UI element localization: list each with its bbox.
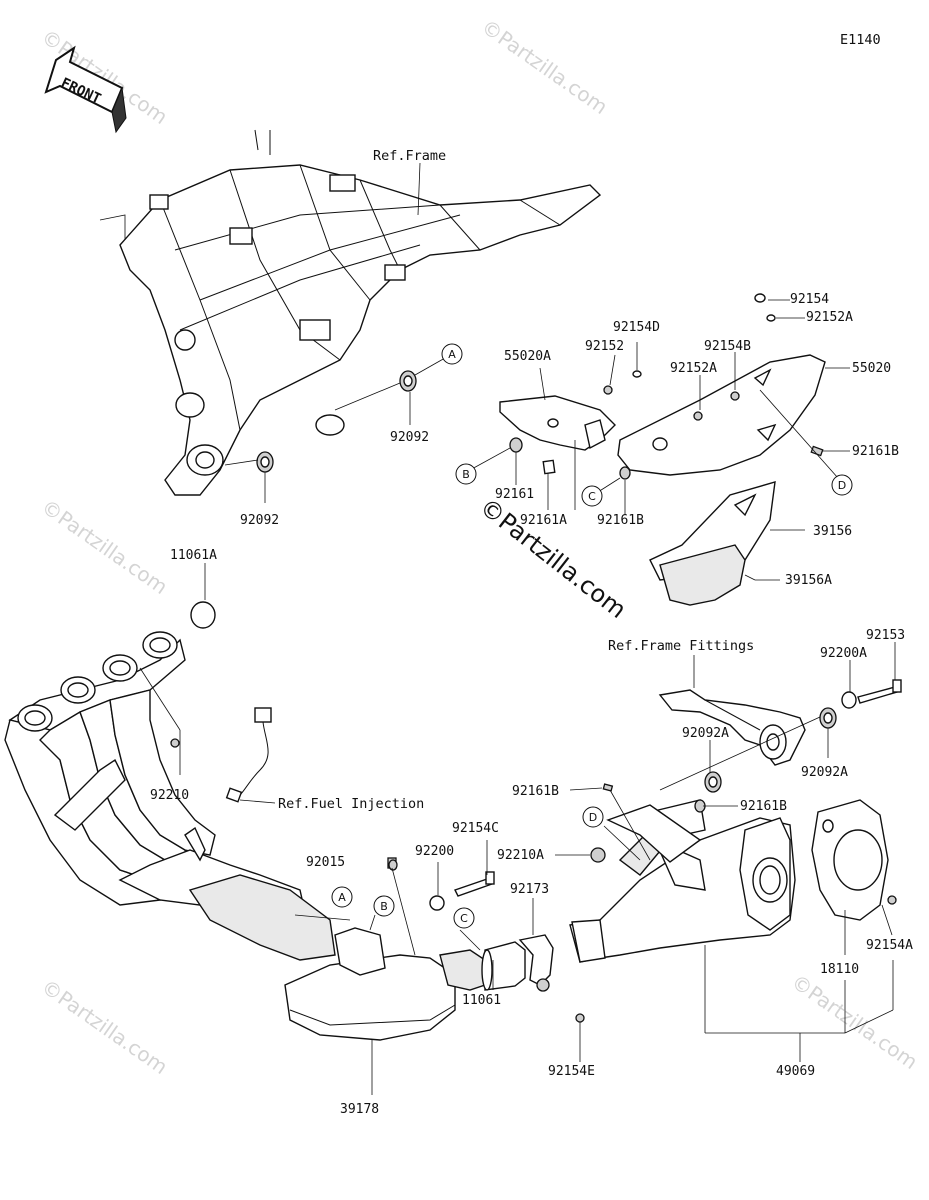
callout-a-chamber-text: A	[338, 891, 346, 904]
side-covers	[499, 354, 826, 606]
callout-a-frame-text: A	[448, 348, 456, 361]
callout-b-chamber-text: B	[380, 900, 388, 913]
part-92173: 92173	[510, 882, 549, 897]
callout-c-chamber	[453, 907, 475, 929]
center-hardware	[388, 804, 702, 911]
part-92154D: 92154D	[613, 320, 660, 335]
ref-frame-label: Ref.Frame	[373, 148, 446, 164]
callout-d-silencer	[582, 806, 604, 828]
watermark-2: ©Partzilla.com	[477, 14, 612, 119]
callout-a-frame	[441, 343, 463, 365]
part-11061A: 11061A	[170, 548, 217, 563]
part-92092A-right: 92092A	[801, 765, 848, 780]
cover-hardware	[509, 293, 824, 480]
part-92161B-right: 92161B	[852, 444, 899, 459]
diagram-code: E1140	[840, 32, 881, 48]
watermark-5: ©Partzilla.com	[787, 969, 922, 1074]
ref-fuel-injection-label: Ref.Fuel Injection	[278, 796, 424, 812]
part-39156A: 39156A	[785, 573, 832, 588]
part-92161: 92161	[495, 487, 534, 502]
part-55020: 55020	[852, 361, 891, 376]
part-55020A: 55020A	[504, 349, 551, 364]
header-pipes	[4, 601, 336, 961]
part-92210A: 92210A	[497, 848, 544, 863]
callout-c-cover-text: C	[588, 490, 596, 503]
frame-bushings	[224, 357, 446, 503]
part-92154C: 92154C	[452, 821, 499, 836]
part-92210: 92210	[150, 788, 189, 803]
part-92161B-lower-left: 92161B	[512, 784, 559, 799]
end-cap	[811, 799, 897, 921]
lower-leaders	[139, 563, 896, 1095]
silencer	[569, 799, 796, 963]
frame-drawing	[99, 129, 602, 496]
part-92152A-top: 92152A	[806, 310, 853, 325]
part-92200: 92200	[415, 844, 454, 859]
part-92200A: 92200A	[820, 646, 867, 661]
part-92161B-left: 92161B	[597, 513, 644, 528]
watermark-4: ©Partzilla.com	[37, 974, 172, 1079]
part-92154A: 92154A	[866, 938, 913, 953]
part-11061: 11061	[462, 993, 501, 1008]
frame-fittings-bracket	[658, 689, 806, 766]
callout-d-cover	[831, 474, 853, 496]
part-92152: 92152	[585, 339, 624, 354]
frame-leader	[417, 162, 421, 216]
connector-pipe	[481, 934, 585, 1023]
part-92154: 92154	[790, 292, 829, 307]
part-18110: 18110	[820, 962, 859, 977]
callout-b-chamber	[373, 895, 395, 917]
part-39178: 39178	[340, 1102, 379, 1117]
callout-b-cover-text: B	[462, 468, 470, 481]
part-39156: 39156	[813, 524, 852, 539]
part-92092A-left: 92092A	[682, 726, 729, 741]
cover-leaders	[469, 299, 850, 581]
ref-frame-fittings-label: Ref.Frame Fittings	[608, 638, 754, 654]
part-92161B-lower-right: 92161B	[740, 799, 787, 814]
callout-b-cover	[455, 463, 477, 485]
part-92161A: 92161A	[520, 513, 567, 528]
part-92153: 92153	[866, 628, 905, 643]
callout-d-cover-text: D	[838, 479, 846, 492]
callout-c-cover	[581, 485, 603, 507]
part-92152A-mid: 92152A	[670, 361, 717, 376]
watermark-3: ©Partzilla.com	[37, 494, 172, 599]
part-92092-lower: 92092	[240, 513, 279, 528]
part-92092-upper: 92092	[390, 430, 429, 445]
o2-sensor	[225, 707, 276, 804]
part-92154E: 92154E	[548, 1064, 595, 1079]
part-49069: 49069	[776, 1064, 815, 1079]
part-92154B: 92154B	[704, 339, 751, 354]
callout-a-chamber	[331, 886, 353, 908]
callout-d-silencer-text: D	[589, 811, 597, 824]
part-92015: 92015	[306, 855, 345, 870]
callout-c-chamber-text: C	[460, 912, 468, 925]
